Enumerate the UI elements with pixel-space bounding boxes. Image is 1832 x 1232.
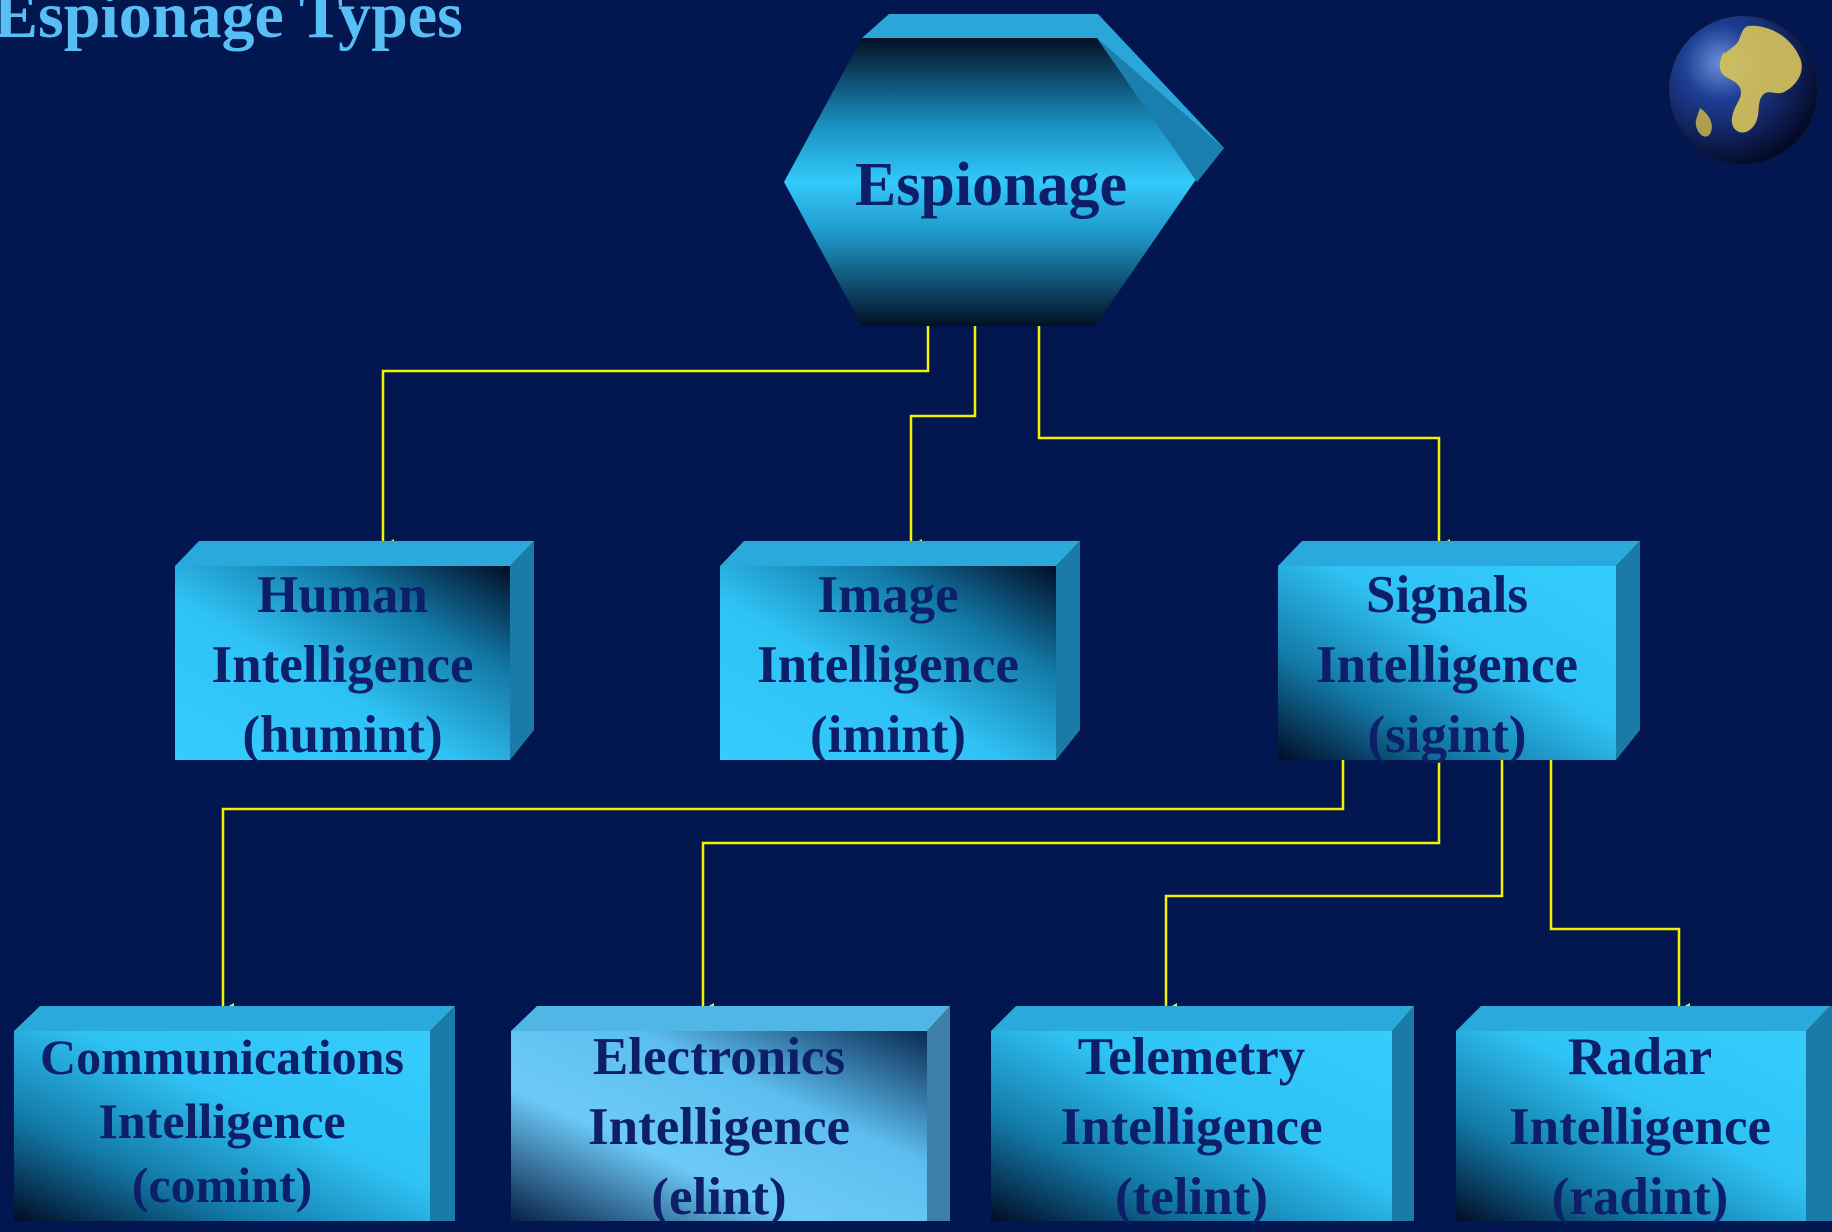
- root-hexagon: [784, 14, 1224, 326]
- page-title: Espionage Types: [0, 0, 463, 52]
- node-radint: Radar Intelligence (radint): [1456, 1022, 1824, 1226]
- node-line: Human: [257, 566, 428, 624]
- connector-lines: [221, 326, 1690, 1017]
- node-humint: Human Intelligence (humint): [175, 560, 510, 770]
- node-line: Radar: [1567, 1028, 1713, 1086]
- node-line: (sigint): [1367, 706, 1527, 764]
- node-line: (comint): [131, 1157, 313, 1213]
- root-node-label: Espionage: [784, 140, 1198, 230]
- node-line: (radint): [1551, 1168, 1729, 1226]
- connector-sigint-elint: [701, 760, 1441, 1017]
- box-elint: [511, 1006, 950, 1221]
- node-line: (imint): [809, 706, 967, 764]
- node-line: Telemetry: [1077, 1028, 1306, 1086]
- box-radint: [1456, 1006, 1832, 1221]
- connector-root-humint: [381, 326, 930, 553]
- node-line: Intelligence: [1060, 1098, 1323, 1156]
- box-sigint: [1278, 541, 1640, 760]
- node-line: (humint): [242, 706, 443, 764]
- node-line: Intelligence: [588, 1098, 850, 1156]
- node-line: Electronics: [592, 1028, 846, 1086]
- node-comint: Communications Intelligence (comint): [14, 1025, 430, 1221]
- node-line: Communications: [40, 1029, 404, 1085]
- node-telint: Telemetry Intelligence (telint): [991, 1022, 1392, 1226]
- node-line: (telint): [1114, 1168, 1269, 1226]
- connector-sigint-radint: [1549, 760, 1690, 1017]
- root-label-text: Espionage: [854, 150, 1128, 219]
- connector-root-imint: [909, 326, 977, 553]
- node-imint: Image Intelligence (imint): [720, 560, 1056, 770]
- node-line: Intelligence: [98, 1093, 346, 1149]
- connector-sigint-telint: [1164, 760, 1504, 1017]
- box-telint: [991, 1006, 1414, 1221]
- node-line: Intelligence: [757, 636, 1019, 694]
- node-line: Intelligence: [1509, 1098, 1771, 1156]
- node-elint: Electronics Intelligence (elint): [511, 1022, 927, 1226]
- box-comint: [14, 1006, 455, 1221]
- node-sigint: Signals Intelligence (sigint): [1278, 562, 1616, 768]
- node-line: Image: [817, 566, 959, 624]
- box-humint: [175, 541, 534, 760]
- connector-sigint-comint: [221, 760, 1345, 1017]
- globe-icon: [1667, 14, 1819, 166]
- node-line: Signals: [1365, 566, 1529, 624]
- connector-root-sigint: [1037, 326, 1450, 553]
- node-line: Intelligence: [211, 636, 474, 694]
- node-line: Intelligence: [1316, 636, 1578, 694]
- box-imint: [720, 541, 1080, 760]
- node-line: (elint): [651, 1168, 787, 1226]
